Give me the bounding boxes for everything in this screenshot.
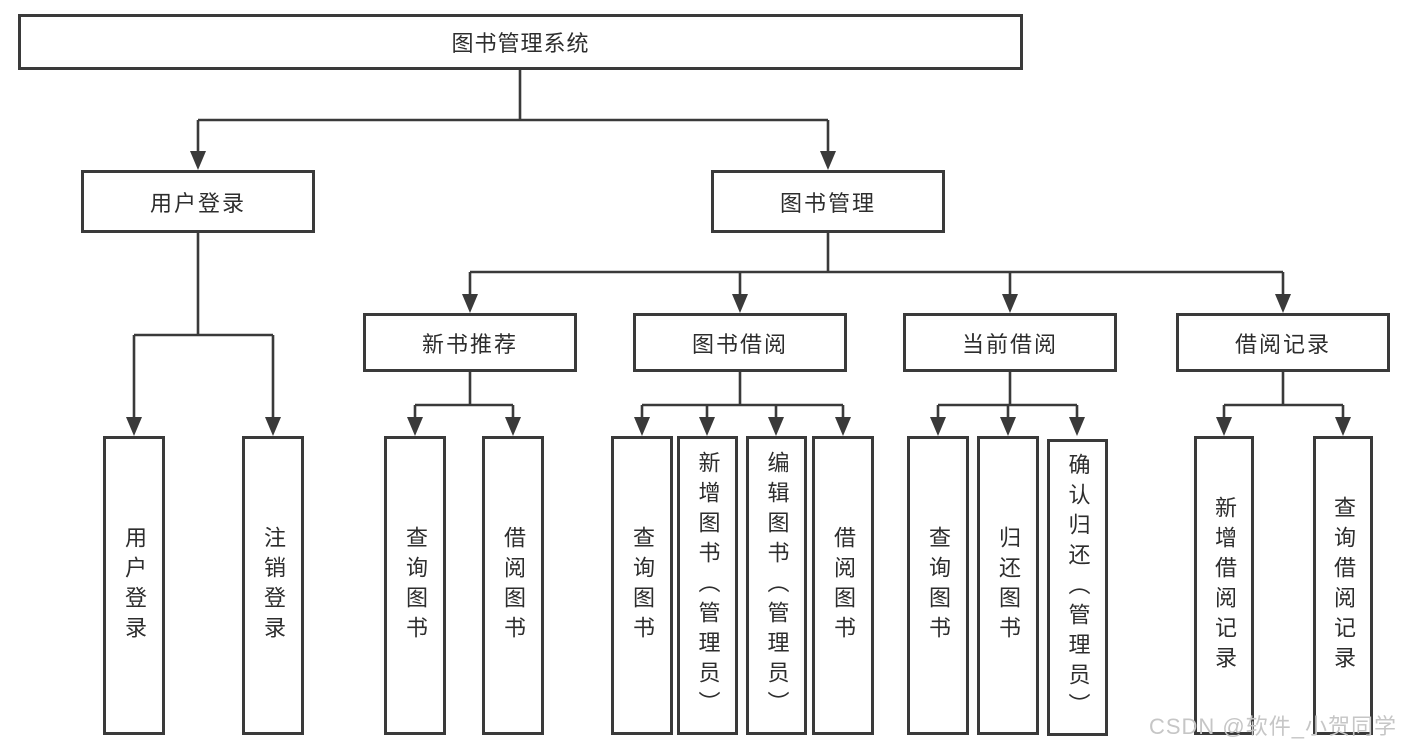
csdn-watermark: CSDN @软件_小贺同学 bbox=[1148, 714, 1397, 739]
leaf-borrow-books-recommend: 借阅图书 bbox=[482, 436, 544, 735]
leaf-confirm-return-admin: 确认归还（管理员） bbox=[1047, 439, 1108, 736]
leaf-edit-books-admin: 编辑图书（管理员） bbox=[746, 436, 807, 735]
leaf-query-books-recommend: 查询图书 bbox=[384, 436, 446, 735]
leaf-user-login: 用户登录 bbox=[103, 436, 165, 735]
leaf-add-books-admin: 新增图书（管理员） bbox=[677, 436, 738, 735]
leaf-query-books-borrow: 查询图书 bbox=[611, 436, 673, 735]
leaf-logout: 注销登录 bbox=[242, 436, 304, 735]
leaf-add-borrow-record: 新增借阅记录 bbox=[1194, 436, 1254, 735]
leaf-query-books-current: 查询图书 bbox=[907, 436, 969, 735]
leaf-query-borrow-record: 查询借阅记录 bbox=[1313, 436, 1373, 735]
node-book-borrow: 图书借阅 bbox=[633, 313, 847, 372]
node-book-management: 图书管理 bbox=[711, 170, 945, 233]
arrowheads bbox=[126, 151, 1351, 436]
node-user-login: 用户登录 bbox=[81, 170, 315, 233]
leaf-return-books: 归还图书 bbox=[977, 436, 1039, 735]
node-root-library-system: 图书管理系统 bbox=[18, 14, 1023, 70]
node-borrow-records: 借阅记录 bbox=[1176, 313, 1390, 372]
leaf-borrow-books: 借阅图书 bbox=[812, 436, 874, 735]
node-current-borrow: 当前借阅 bbox=[903, 313, 1117, 372]
connector-stems bbox=[132, 70, 1345, 419]
node-new-book-recommend: 新书推荐 bbox=[363, 313, 577, 372]
